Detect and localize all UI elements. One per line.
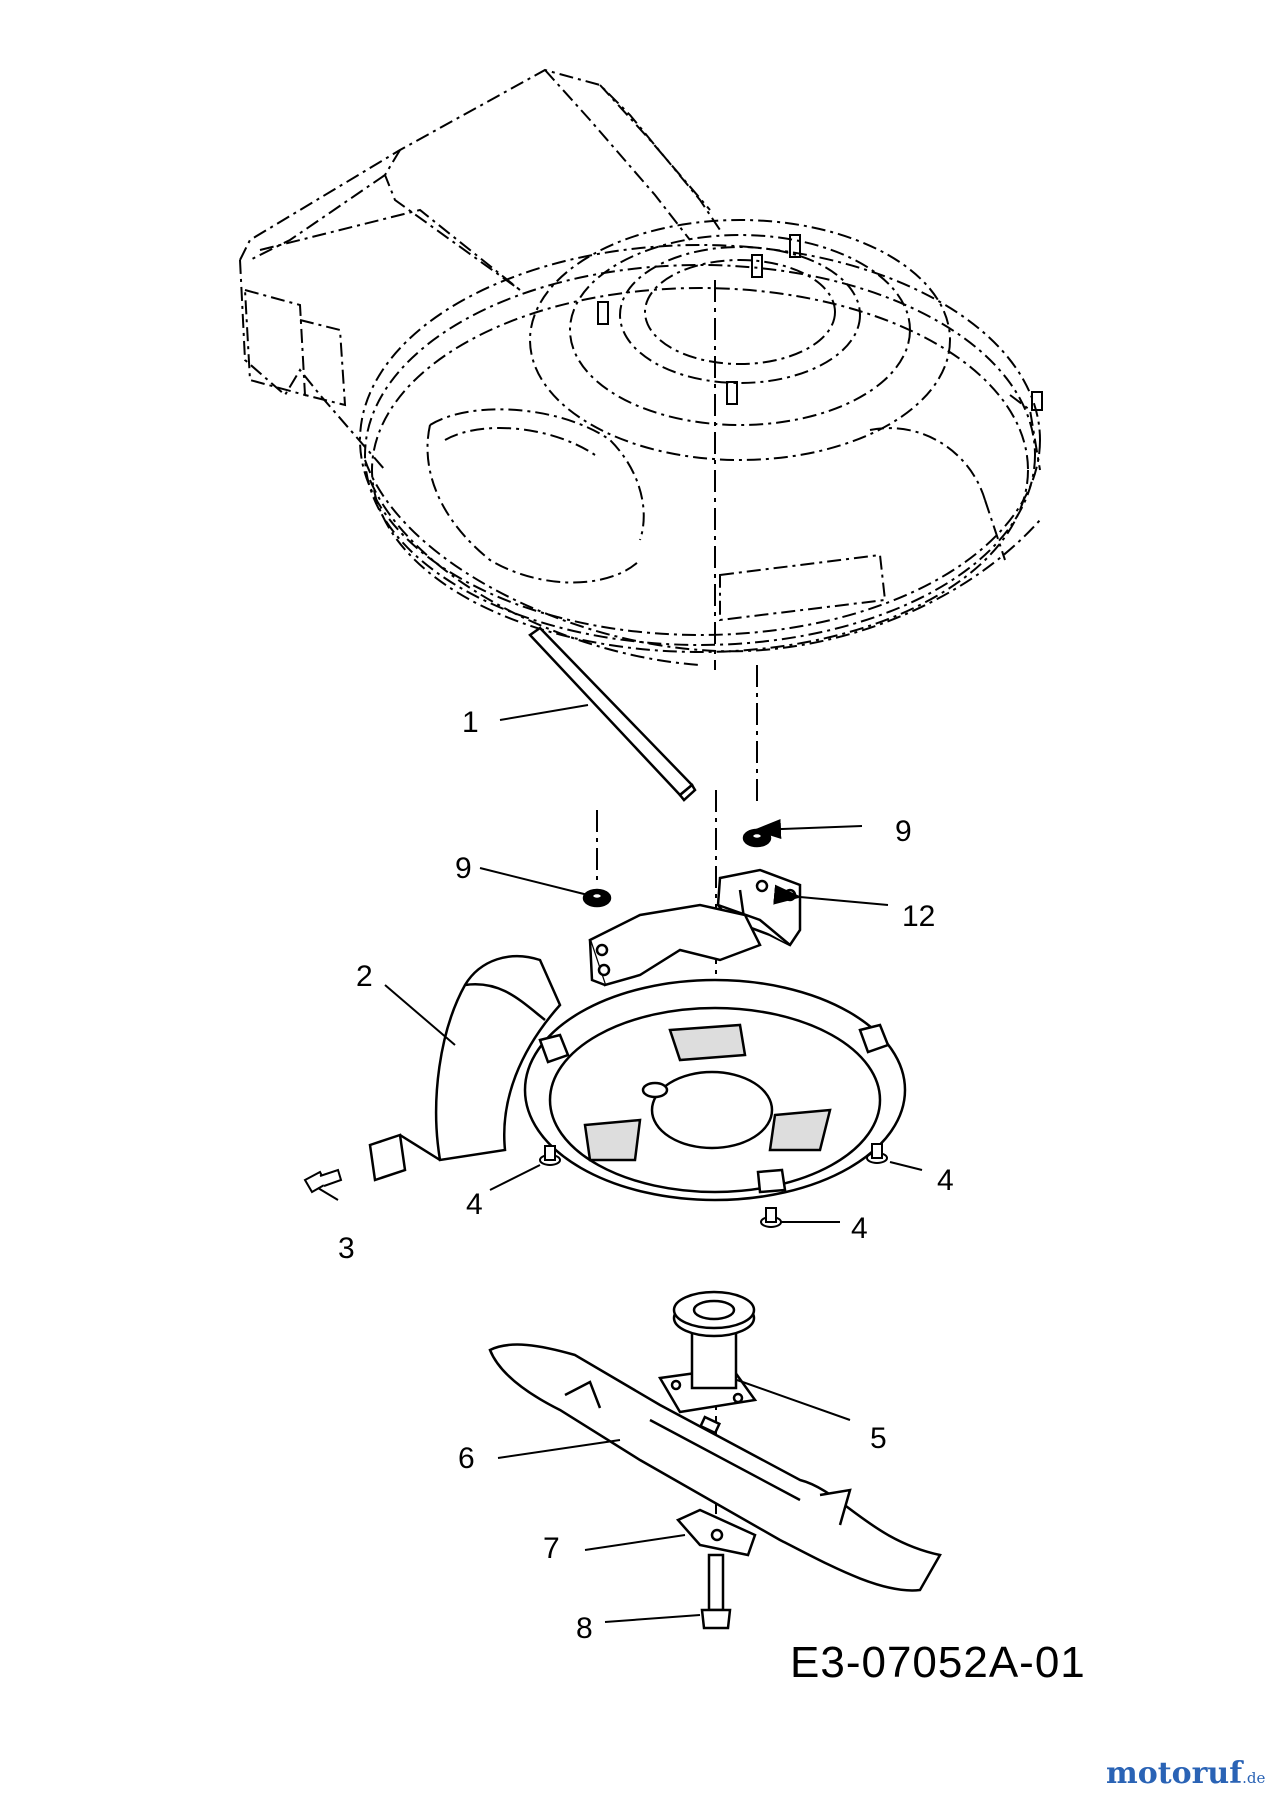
- part-9-washer-right: [742, 828, 772, 848]
- callout-4-right: 4: [937, 1164, 954, 1197]
- callout-4-bottom: 4: [851, 1212, 868, 1245]
- watermark-logo: motoruf.de: [1106, 1756, 1265, 1791]
- callout-7: 7: [543, 1532, 560, 1565]
- deck-mounting-studs: [597, 234, 1043, 411]
- part-4-nut-bottom: [760, 1207, 782, 1228]
- watermark-main: motoruf: [1106, 1756, 1243, 1791]
- drawing-code: E3-07052A-01: [790, 1638, 1086, 1687]
- mower-deck-housing: [239, 68, 1041, 666]
- callout-1: 1: [462, 706, 479, 739]
- part-4-nut-left: [539, 1145, 561, 1166]
- watermark-suffix: .de: [1242, 1769, 1266, 1787]
- callout-5: 5: [870, 1422, 887, 1455]
- callout-9-right: 9: [895, 815, 912, 848]
- callout-12: 12: [902, 900, 935, 933]
- part-6-mower-blade: [488, 1343, 942, 1592]
- part-4-nut-right: [866, 1143, 888, 1164]
- part-8-blade-bolt: [700, 1553, 732, 1630]
- part-2-blade-baffle: [368, 903, 907, 1202]
- callout-9-left: 9: [455, 852, 472, 885]
- callout-8: 8: [576, 1612, 593, 1645]
- callout-6: 6: [458, 1442, 475, 1475]
- callout-2: 2: [356, 960, 373, 993]
- part-9-washer-left: [582, 888, 612, 908]
- part-1-deck-skirt: [528, 626, 697, 802]
- callout-3: 3: [338, 1232, 355, 1265]
- callout-4-left: 4: [466, 1188, 483, 1221]
- part-3-screw: [303, 1168, 343, 1194]
- leader-lines: [317, 704, 923, 1623]
- part-5-blade-adapter: [657, 1290, 758, 1414]
- part-7-blade-retainer: [675, 1508, 757, 1557]
